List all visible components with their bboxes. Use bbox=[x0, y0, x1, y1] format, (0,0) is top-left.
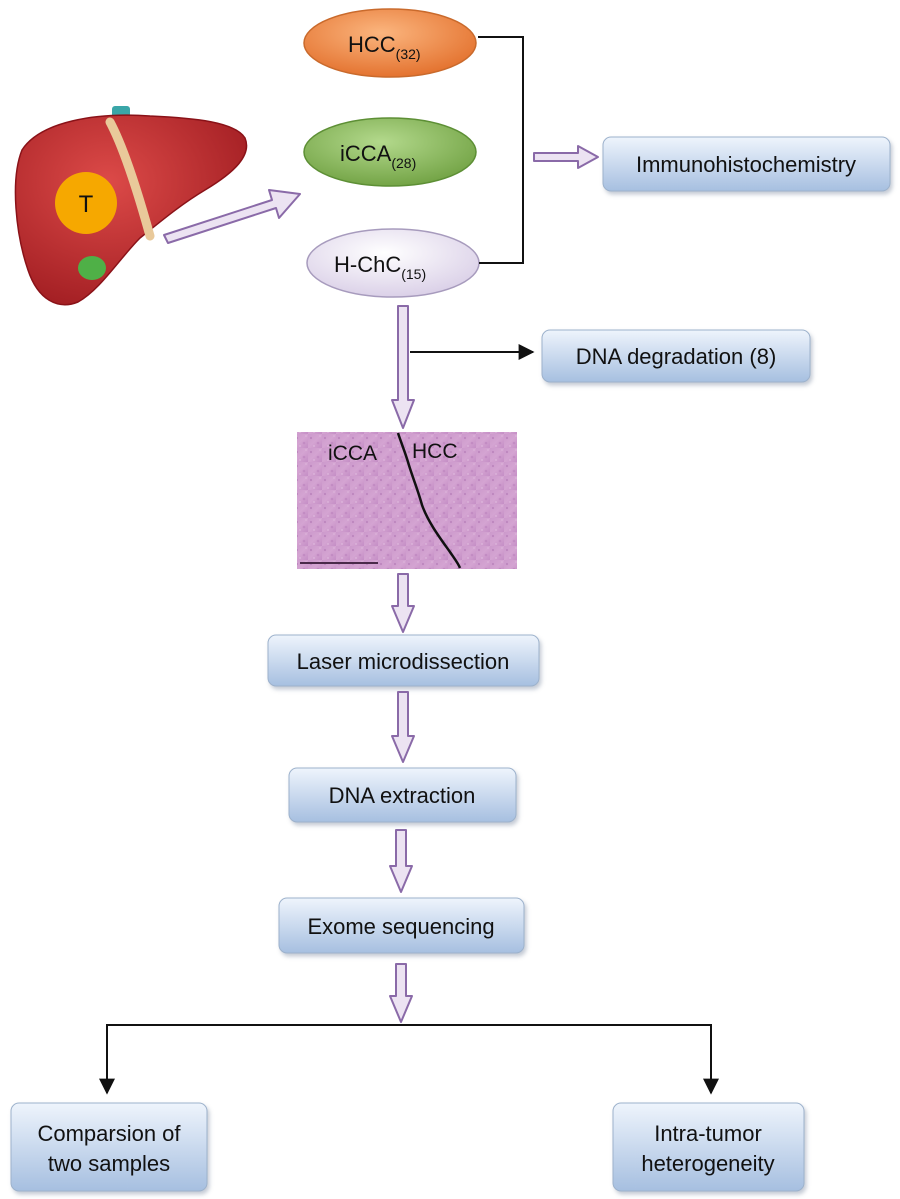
hcc-oval: HCC(32) bbox=[303, 8, 477, 78]
histology-hcc-label: HCC bbox=[412, 440, 458, 463]
histology-to-laser-arrow bbox=[391, 573, 415, 633]
liver-to-ovals-arrow bbox=[163, 189, 301, 244]
exome-sequencing-label: Exome sequencing bbox=[307, 914, 494, 939]
tumor-label: T bbox=[79, 191, 94, 218]
laser-microdissection-box bbox=[267, 634, 540, 687]
comparison-label-line2: two samples bbox=[48, 1151, 170, 1176]
heterogeneity-box bbox=[612, 1102, 805, 1192]
hchc-label: H-ChC(15) bbox=[334, 252, 426, 282]
tumor-boundary-line bbox=[396, 432, 462, 569]
ovals-bracket-line bbox=[478, 36, 524, 264]
dna-extraction-label: DNA extraction bbox=[329, 783, 476, 808]
immunohistochemistry-box bbox=[602, 136, 891, 192]
dna-degradation-label: DNA degradation (8) bbox=[576, 344, 777, 369]
hchc-oval: H-ChC(15) bbox=[306, 228, 480, 298]
comparison-label-line1: Comparsion of bbox=[37, 1121, 181, 1146]
liver-shape bbox=[14, 114, 248, 306]
laser-microdissection-label: Laser microdissection bbox=[297, 649, 510, 674]
heterogeneity-label-line1: Intra-tumor bbox=[654, 1121, 762, 1146]
tumor-circle bbox=[55, 172, 117, 234]
extraction-to-exome-arrow bbox=[389, 829, 413, 893]
laser-to-extraction-arrow bbox=[391, 691, 415, 763]
icca-label: iCCA(28) bbox=[340, 141, 416, 171]
histology-image: iCCA HCC bbox=[297, 432, 517, 569]
comparison-box bbox=[10, 1102, 208, 1192]
to-immunohistochemistry-arrow bbox=[533, 145, 599, 169]
hcc-label: HCC(32) bbox=[348, 32, 421, 62]
liver-ligament-shape bbox=[105, 117, 155, 241]
exome-to-split-arrow bbox=[389, 963, 413, 1023]
gallbladder-shape bbox=[78, 256, 106, 280]
heterogeneity-label-line2: heterogeneity bbox=[641, 1151, 774, 1176]
icca-oval: iCCA(28) bbox=[303, 117, 477, 187]
split-connector bbox=[99, 1024, 719, 1095]
exome-sequencing-box bbox=[278, 897, 525, 954]
dna-extraction-box bbox=[288, 767, 517, 823]
immunohistochemistry-label: Immunohistochemistry bbox=[636, 152, 856, 177]
dna-degradation-box bbox=[541, 329, 811, 383]
histology-icca-label: iCCA bbox=[328, 442, 377, 465]
ovals-to-histology-arrow bbox=[391, 305, 415, 429]
liver-illustration: T bbox=[14, 106, 248, 306]
